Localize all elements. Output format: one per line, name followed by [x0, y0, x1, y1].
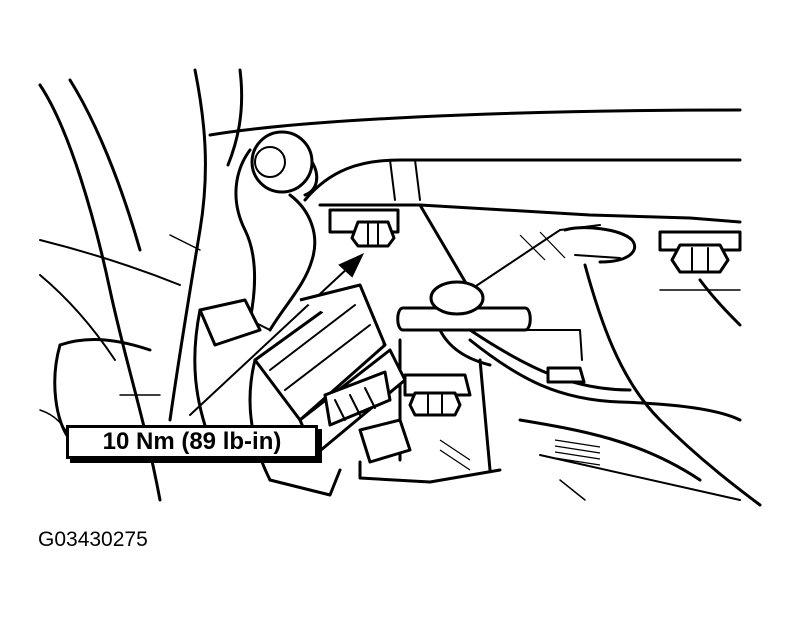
- electrical-connector: [193, 283, 502, 497]
- hatching: [439, 231, 601, 471]
- right-bracket: [518, 226, 762, 507]
- target-nut: [328, 208, 400, 248]
- upper-housing: [208, 108, 742, 292]
- center-bolt: [398, 338, 492, 472]
- right-nut: [658, 230, 742, 327]
- torque-callout-label: 10 Nm (89 lb-in): [66, 425, 318, 459]
- shaft-rod: [396, 280, 532, 367]
- upper-bolt: [250, 130, 319, 197]
- figure-id-label: G03430275: [38, 528, 148, 551]
- lower-pipe: [468, 328, 742, 422]
- leader-arrow: [189, 252, 365, 416]
